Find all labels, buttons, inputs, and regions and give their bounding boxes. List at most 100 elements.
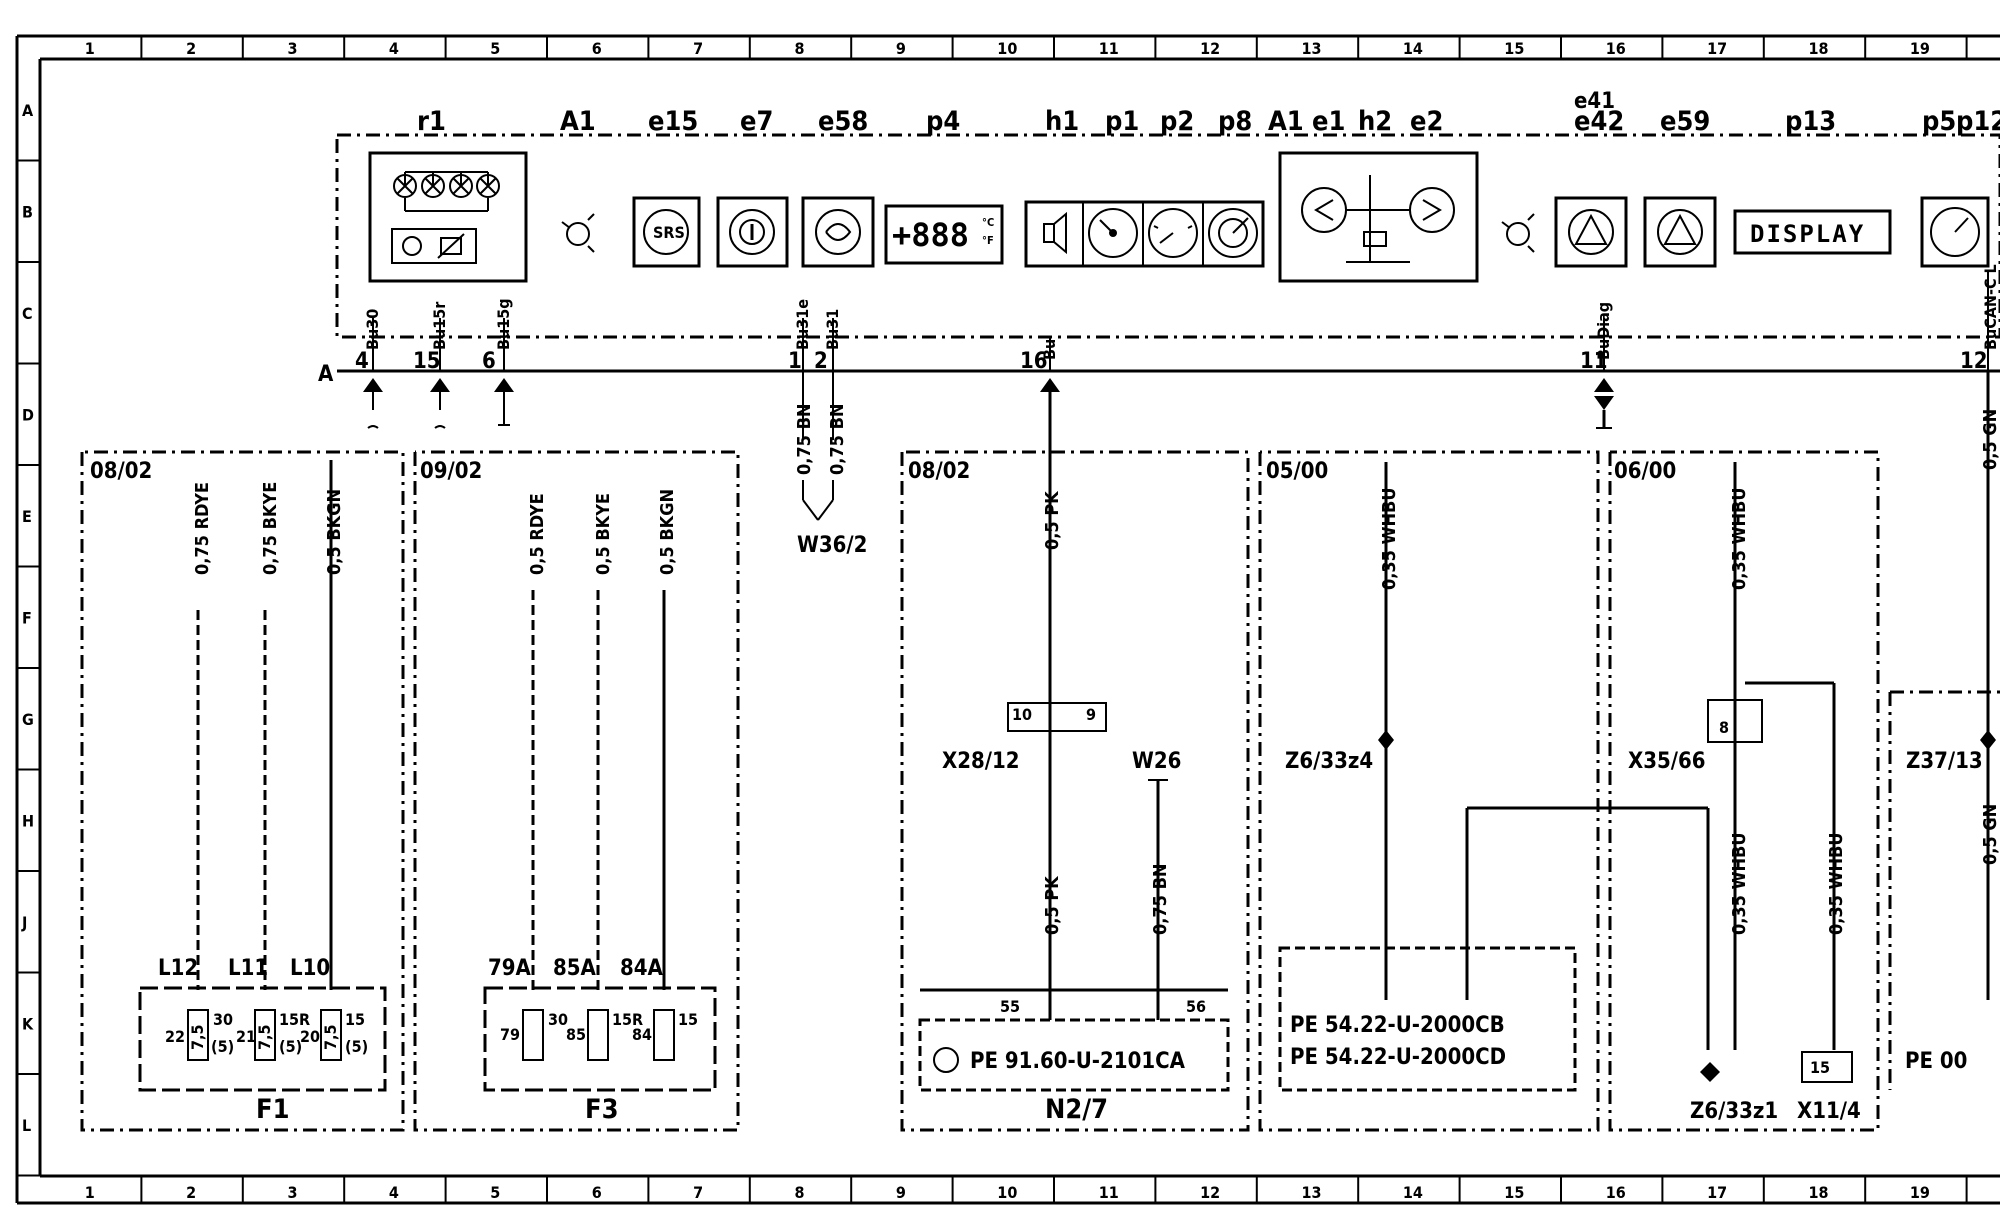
label-p2: p2 bbox=[1160, 106, 1194, 137]
column-number: 1 bbox=[85, 1183, 95, 1202]
f3-label: F3 bbox=[585, 1094, 619, 1125]
pin-1-code: Bu31e bbox=[793, 299, 812, 350]
column-number: 17 bbox=[1707, 1183, 1727, 1202]
n27-ground: W26 bbox=[1132, 749, 1181, 774]
column-ruler: 1122334455667788991010111112121313141415… bbox=[85, 36, 1968, 1203]
row-letter: B bbox=[22, 202, 33, 221]
label-p13: p13 bbox=[1785, 106, 1836, 137]
relay-icon bbox=[653, 1009, 675, 1061]
relay-icon bbox=[522, 1009, 544, 1061]
column-number: 5 bbox=[490, 39, 500, 58]
pin-16-label: 16 bbox=[1020, 349, 1048, 374]
pin-15-code: Bu15r bbox=[430, 301, 449, 350]
light-sensor-icon bbox=[561, 213, 595, 253]
pin-11-label: 11 bbox=[1580, 349, 1608, 374]
column-number: 2 bbox=[186, 39, 196, 58]
f1-term-1: L12 bbox=[158, 956, 198, 981]
n27-conn-p9: 9 bbox=[1086, 705, 1096, 724]
text-display-p13: DISPLAY bbox=[1733, 209, 1892, 255]
label-e59: e59 bbox=[1660, 106, 1710, 137]
label-p5: p5 bbox=[1922, 106, 1956, 137]
column-number: 2 bbox=[186, 1183, 196, 1202]
gauge-p5 bbox=[1920, 196, 1990, 268]
indicator-e58 bbox=[801, 196, 875, 268]
fuel-gauge-icon bbox=[1208, 208, 1258, 258]
warning-triangle-icon bbox=[1574, 213, 1608, 245]
label-h1: h1 bbox=[1045, 106, 1079, 137]
column-number: 4 bbox=[389, 1183, 399, 1202]
gauge-group bbox=[1024, 200, 1265, 268]
pin-4-code: Bu30 bbox=[363, 309, 382, 350]
panel-z6-33z4: 05/00 0,35 WHBU Z6/33z4 PE 54.22-U-2000C… bbox=[1258, 450, 1710, 1132]
column-number: 7 bbox=[693, 39, 703, 58]
display-text: DISPLAY bbox=[1750, 220, 1865, 248]
z6-pe-2: PE 54.22-U-2000CD bbox=[1290, 1045, 1506, 1070]
f1-pin-15r: 15R bbox=[279, 1010, 310, 1029]
label-e7: e7 bbox=[740, 106, 773, 137]
f3-pin-85: 85 bbox=[566, 1025, 586, 1044]
label-e2: e2 bbox=[1410, 106, 1443, 137]
connector-arrow-icon bbox=[494, 378, 514, 392]
drawing-frame bbox=[15, 34, 2000, 1205]
column-number: 6 bbox=[592, 1183, 602, 1202]
x35-x11: X11/4 bbox=[1797, 1099, 1861, 1124]
label-e1: e1 bbox=[1312, 106, 1345, 137]
column-number: 10 bbox=[997, 39, 1017, 58]
w36-label: W36/2 bbox=[797, 533, 867, 558]
indicator-e7 bbox=[716, 196, 789, 268]
row-letter: E bbox=[22, 507, 32, 526]
warning-triangle-icon bbox=[1663, 213, 1697, 245]
column-number: 11 bbox=[1099, 1183, 1119, 1202]
column-number: 16 bbox=[1606, 39, 1626, 58]
z37-wire-top: 0,5 GN bbox=[1980, 409, 2000, 470]
n27-connector: X28/12 bbox=[942, 749, 1020, 774]
instrument-cluster-a1: A r1 A1 e15 e7 e58 p4 h1 p1 p2 p8 A1 e1 … bbox=[318, 89, 2000, 387]
n27-wire-right: 0,75 BN bbox=[1150, 864, 1171, 935]
n27-pe: PE 91.60-U-2101CA bbox=[970, 1049, 1186, 1074]
arrow-left-icon bbox=[1314, 199, 1334, 221]
column-number: 3 bbox=[288, 1183, 298, 1202]
f1-term-2: L11 bbox=[228, 956, 268, 981]
f1-pin-22: 22 bbox=[165, 1027, 185, 1046]
cluster-edge-label: A bbox=[318, 362, 334, 387]
splice-icon bbox=[1700, 1062, 1720, 1082]
column-number: 15 bbox=[1504, 39, 1524, 58]
column-number: 18 bbox=[1809, 1183, 1829, 1202]
pin-16-code: Bu bbox=[1040, 339, 1059, 360]
panel-f1: 08/02 0,75 RDYE 0,75 BKYE 0,5 BKGN L12 L… bbox=[80, 450, 405, 1132]
pin-11-code: BuDiag bbox=[1594, 302, 1613, 360]
connector-arrow-icon bbox=[1594, 378, 1614, 392]
label-h2: h2 bbox=[1358, 106, 1392, 137]
connector-arrow-icon bbox=[363, 378, 383, 392]
x35-wire-left: 0,35 WHBU bbox=[1729, 833, 1750, 936]
x35-x11-pin: 15 bbox=[1810, 1058, 1830, 1077]
label-a1-right: A1 bbox=[1268, 106, 1304, 137]
column-number: 19 bbox=[1910, 1183, 1930, 1202]
f1-wire-2: 0,75 BKYE bbox=[260, 482, 281, 575]
ground-w36-2: 0,75 BN 0,75 BN W36/2 bbox=[794, 404, 867, 558]
row-letter: D bbox=[22, 405, 34, 424]
column-number: 3 bbox=[288, 39, 298, 58]
column-number: 17 bbox=[1707, 39, 1727, 58]
f3-pin-30: 30 bbox=[548, 1010, 568, 1029]
relay-icon bbox=[587, 1009, 609, 1061]
column-number: 18 bbox=[1809, 39, 1829, 58]
module-icon bbox=[933, 1047, 959, 1073]
column-number: 19 bbox=[1910, 39, 1930, 58]
row-letter: A bbox=[22, 101, 34, 120]
turn-signal-group bbox=[1278, 151, 1479, 283]
w36-wire-1: 0,75 BN bbox=[794, 404, 815, 475]
pin-6-code: Bu15g bbox=[494, 298, 513, 350]
column-number: 13 bbox=[1302, 39, 1322, 58]
row-letter: H bbox=[22, 811, 34, 830]
z6-wire: 0,35 WHBU bbox=[1379, 488, 1400, 591]
tachometer-icon bbox=[1088, 208, 1138, 258]
f3-pin-79: 79 bbox=[500, 1025, 520, 1044]
srs-indicator-e15: SRS bbox=[632, 196, 701, 268]
label-p12: p12 bbox=[1956, 106, 2000, 137]
panel-z37-13: 0,5 GN Z37/13 0,5 GN PE 00 bbox=[1888, 371, 2000, 1090]
row-letter: K bbox=[22, 1014, 34, 1033]
x35-node: Z6/33z1 bbox=[1690, 1099, 1778, 1124]
f1-fuse-1: 7,5 bbox=[188, 1025, 207, 1051]
